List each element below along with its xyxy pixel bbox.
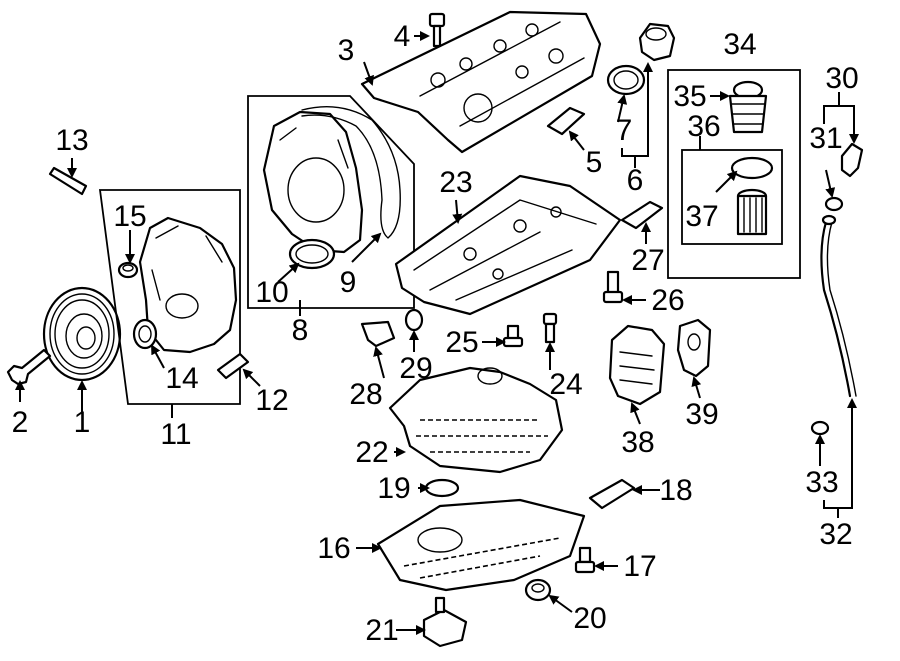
sensor-27 — [620, 200, 664, 230]
callout-11: 11 — [160, 418, 191, 451]
callout-38: 38 — [621, 426, 654, 459]
callout-12: 12 — [255, 384, 288, 417]
callout-15: 15 — [113, 200, 146, 233]
seal-10 — [288, 238, 336, 270]
callout-32: 32 — [819, 518, 852, 551]
callout-8: 8 — [292, 314, 309, 347]
switch-28 — [360, 320, 396, 348]
leader-lines — [15, 31, 859, 635]
tube-seal-33 — [810, 420, 830, 436]
bolt-25 — [502, 324, 524, 348]
drain-bolt-17 — [574, 546, 596, 574]
callout-13: 13 — [55, 124, 88, 157]
bolt-4 — [428, 12, 446, 48]
cooler-gasket — [676, 318, 712, 378]
callout-2: 2 — [12, 406, 29, 439]
callout-33: 33 — [805, 466, 838, 499]
callout-24: 24 — [549, 368, 582, 401]
callout-23: 23 — [439, 166, 472, 199]
callout-10: 10 — [255, 276, 288, 309]
lower-timing-cover — [138, 216, 238, 354]
callout-26: 26 — [651, 284, 684, 317]
callout-29: 29 — [399, 352, 432, 385]
callout-18: 18 — [659, 474, 692, 507]
sensor-13 — [48, 166, 88, 196]
callout-27: 27 — [631, 244, 664, 277]
dipstick-seal-31 — [824, 196, 844, 212]
callout-7: 7 — [616, 114, 633, 147]
callout-3: 3 — [338, 34, 355, 67]
timing-cover-plug — [117, 261, 139, 279]
callout-1: 1 — [74, 406, 91, 439]
oil-baffle — [388, 366, 564, 474]
callout-30: 30 — [825, 62, 858, 95]
callout-35: 35 — [673, 80, 706, 113]
sensor-12 — [216, 352, 250, 380]
crankshaft-pulley — [42, 286, 122, 382]
callout-39: 39 — [685, 398, 718, 431]
oil-filter-element — [736, 188, 768, 236]
cylinder-head — [394, 174, 622, 316]
callout-25: 25 — [445, 326, 478, 359]
callout-19: 19 — [377, 472, 410, 505]
timing-cover-group-box — [98, 189, 241, 405]
callout-20: 20 — [573, 602, 606, 635]
callout-37: 37 — [685, 200, 718, 233]
o-ring-29 — [404, 308, 424, 332]
callout-5: 5 — [586, 146, 603, 179]
callout-17: 17 — [623, 550, 656, 583]
bolt-24 — [542, 312, 558, 344]
pulley-bolt — [6, 348, 52, 386]
valve-cover — [360, 10, 602, 154]
callout-21: 21 — [365, 614, 398, 647]
oil-filter-group-box — [667, 69, 801, 279]
dipstick-handle — [840, 142, 864, 178]
upper-timing-cover-box — [247, 95, 415, 309]
cap-seal — [606, 64, 646, 96]
filter-element-box — [681, 149, 783, 245]
callout-9: 9 — [340, 266, 357, 299]
dipstick-tube — [820, 214, 857, 398]
oil-filler-cap — [638, 22, 676, 62]
callout-28: 28 — [349, 378, 382, 411]
oil-level-sensor — [422, 596, 468, 648]
oil-cooler — [608, 324, 666, 406]
o-ring-19 — [424, 478, 460, 498]
callout-6: 6 — [627, 164, 644, 197]
oil-pan — [376, 498, 586, 592]
callout-14: 14 — [165, 362, 198, 395]
callout-labels: 1 2 3 4 5 6 7 8 9 10 11 12 13 14 15 16 1… — [12, 20, 859, 647]
upper-timing-cover — [262, 110, 364, 254]
callout-34: 34 — [723, 28, 756, 61]
callout-22: 22 — [355, 436, 388, 469]
sensor-5 — [546, 106, 586, 136]
bolt-26 — [602, 270, 624, 304]
sensor-18 — [588, 478, 636, 510]
timing-cover-gasket — [301, 105, 401, 239]
front-crank-seal — [132, 318, 158, 350]
callout-31: 31 — [809, 122, 842, 155]
callout-16: 16 — [317, 532, 350, 565]
filter-o-ring — [730, 156, 774, 180]
callout-4: 4 — [394, 20, 411, 53]
callout-36: 36 — [687, 110, 720, 143]
oil-filter-housing — [728, 80, 768, 134]
plug-20 — [524, 578, 552, 602]
